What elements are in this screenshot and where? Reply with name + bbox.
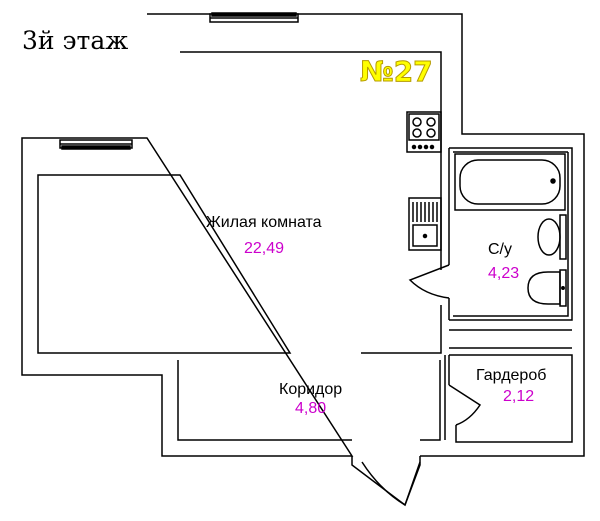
outer-wall (21, 13, 585, 457)
window-top (209, 12, 299, 23)
bathroom-door-swing (408, 264, 450, 299)
room-area-bathroom: 4,23 (488, 265, 520, 282)
wardrobe-wall (444, 354, 573, 443)
corridor-wall (177, 360, 441, 441)
room-name-corridor: Коридор (279, 381, 343, 398)
stove-icon (406, 111, 442, 153)
inner-wall (37, 51, 442, 354)
room-name-living: Жилая комната (206, 214, 322, 231)
room-area-wardrobe: 2,12 (503, 388, 535, 405)
entrance-door-swing (361, 461, 421, 506)
room-name-wardrobe: Гардероб (476, 367, 547, 384)
room-name-bathroom: С/у (488, 241, 512, 258)
room-area-living: 22,49 (244, 240, 285, 257)
bathroom-wall (448, 147, 573, 321)
floor-label: 3й этаж (22, 26, 129, 55)
wardrobe-door-swing (448, 384, 482, 426)
bathtub-icon (454, 153, 566, 211)
toilet-icon (527, 269, 567, 307)
window-left (59, 139, 133, 150)
room-area-corridor: 4,80 (295, 400, 327, 417)
bathroom-wall-inner (453, 151, 569, 317)
washbasin-icon (537, 214, 567, 260)
apartment-number: №27 (360, 55, 434, 88)
storage-partition (449, 329, 572, 349)
sink-icon (408, 197, 442, 251)
